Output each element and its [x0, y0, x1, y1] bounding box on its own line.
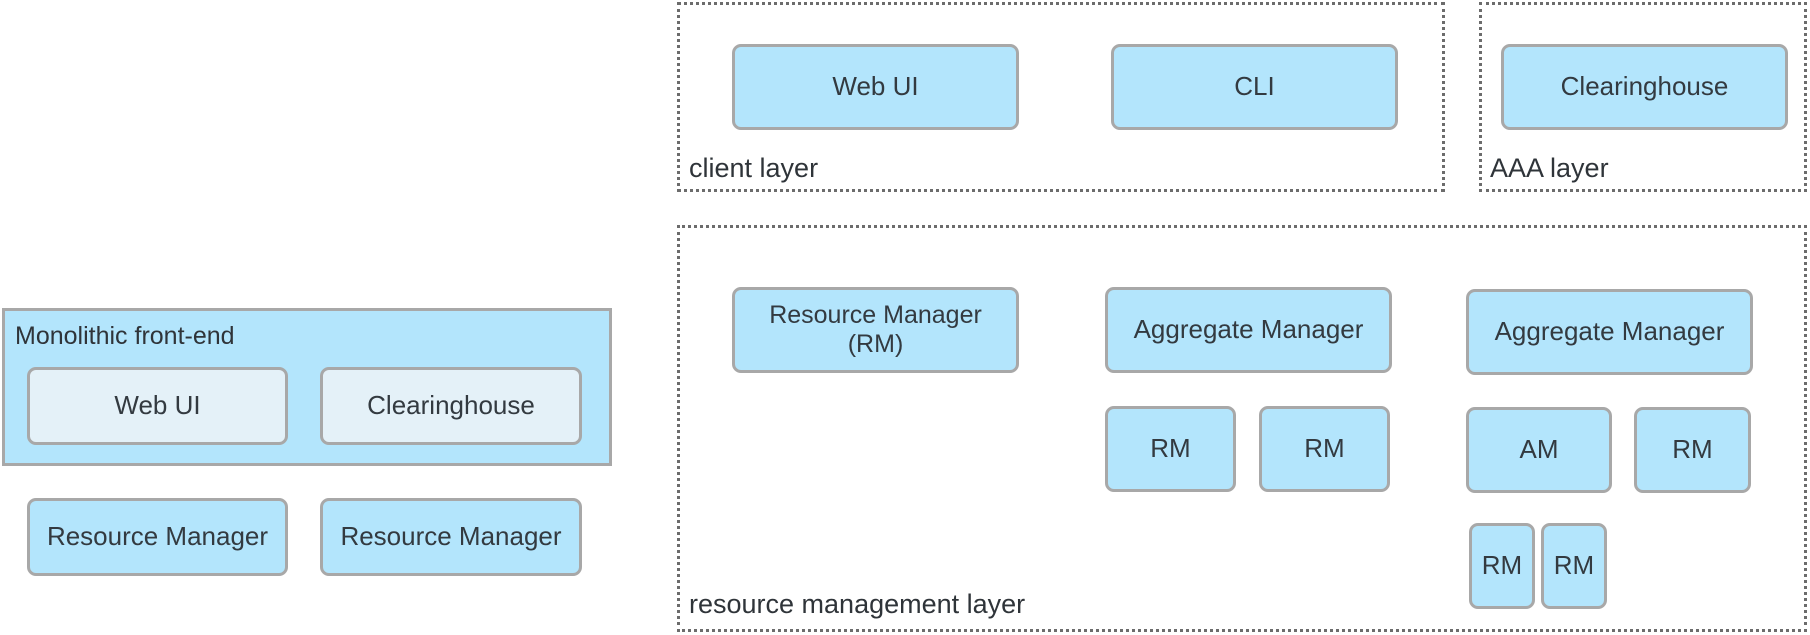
- rm-label-4: RM: [1481, 550, 1523, 581]
- monolithic-web-ui-box: Web UI: [27, 367, 288, 445]
- client-layer-label: client layer: [689, 153, 819, 183]
- aaa-layer-label: AAA layer: [1490, 153, 1609, 183]
- resource-manager-box-left: Resource Manager: [27, 498, 288, 576]
- aaa-clearinghouse-box: Clearinghouse: [1501, 44, 1788, 130]
- resource-manager-label-right: Resource Manager: [340, 521, 562, 552]
- cli-label: CLI: [1234, 71, 1275, 102]
- rm-box-4: RM: [1469, 523, 1535, 609]
- aggregate-manager-label-1: Aggregate Manager: [1133, 314, 1364, 345]
- rm-label-5: RM: [1553, 550, 1595, 581]
- am-label: AM: [1519, 434, 1559, 465]
- aggregate-manager-box-1: Aggregate Manager: [1105, 287, 1392, 373]
- aaa-layer-boundary: AAA layer: [1479, 2, 1807, 192]
- resource-manager-label-left: Resource Manager: [46, 521, 269, 552]
- rm-box-1: RM: [1105, 406, 1236, 492]
- client-web-ui-label: Web UI: [832, 71, 919, 102]
- resource-manager-box-right: Resource Manager: [320, 498, 582, 576]
- am-box: AM: [1466, 407, 1612, 493]
- resource-manager-rm-box: Resource Manager (RM): [732, 287, 1019, 373]
- monolithic-front-end-title: Monolithic front-end: [15, 322, 235, 350]
- rm-label-1: RM: [1150, 433, 1191, 464]
- resource-management-layer-boundary: resource management layer: [677, 225, 1807, 632]
- cli-box: CLI: [1111, 44, 1398, 130]
- client-web-ui-box: Web UI: [732, 44, 1019, 130]
- aaa-clearinghouse-label: Clearinghouse: [1560, 71, 1729, 102]
- rm-box-5: RM: [1541, 523, 1607, 609]
- aggregate-manager-label-2: Aggregate Manager: [1494, 316, 1725, 347]
- rm-box-3: RM: [1634, 407, 1751, 493]
- client-layer-boundary: client layer: [677, 2, 1445, 192]
- rm-label-3: RM: [1672, 434, 1713, 465]
- resource-management-layer-label: resource management layer: [689, 589, 1026, 619]
- resource-manager-rm-line1: Resource Manager: [769, 301, 982, 330]
- rm-box-2: RM: [1259, 406, 1390, 492]
- rm-label-2: RM: [1304, 433, 1345, 464]
- monolithic-clearinghouse-label: Clearinghouse: [367, 390, 535, 421]
- monolithic-web-ui-label: Web UI: [114, 390, 201, 421]
- aggregate-manager-box-2: Aggregate Manager: [1466, 289, 1753, 375]
- monolithic-clearinghouse-box: Clearinghouse: [320, 367, 582, 445]
- resource-manager-rm-line2: (RM): [847, 330, 904, 358]
